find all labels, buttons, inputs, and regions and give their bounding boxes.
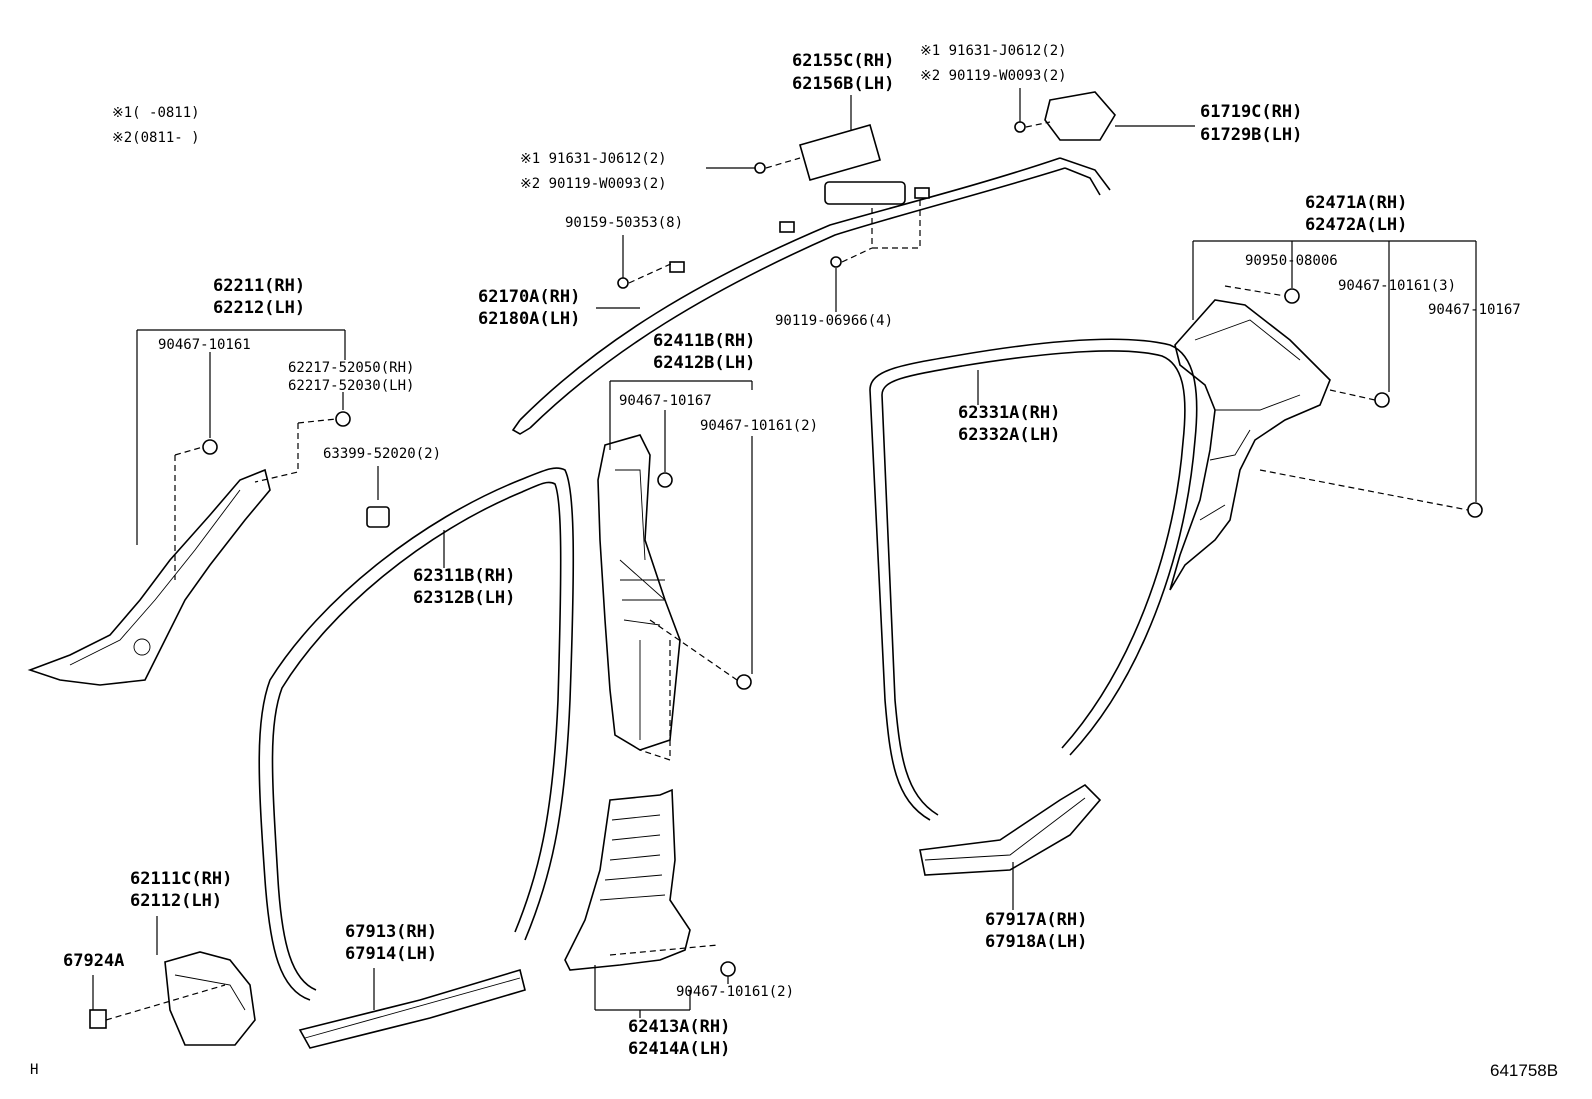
label-90119-06966: 90119-06966(4) xyxy=(775,313,893,329)
label-63399: 63399-52020(2) xyxy=(323,446,441,462)
front-scuff-plate xyxy=(298,968,526,1049)
front-pillar-trim xyxy=(27,411,390,686)
label-62332a-lh: 62332A(LH) xyxy=(958,425,1060,445)
label-62111c-rh: 62111C(RH) xyxy=(130,869,232,889)
front-kick-panel xyxy=(89,951,256,1046)
label-90159: 90159-50353(8) xyxy=(565,215,683,231)
label-topbolt-left-2: ※2 90119-W0093(2) xyxy=(520,176,667,192)
center-pillar-upper-trim xyxy=(597,434,752,761)
label-62471a-rh: 62471A(RH) xyxy=(1305,193,1407,213)
label-90467-left: 90467-10161 xyxy=(158,337,251,353)
label-62412b-lh: 62412B(LH) xyxy=(653,353,755,373)
label-62155c-rh: 62155C(RH) xyxy=(792,51,894,71)
label-62411b-rh: 62411B(RH) xyxy=(653,331,755,351)
label-67913-rh: 67913(RH) xyxy=(345,922,437,942)
label-62413a-rh: 62413A(RH) xyxy=(628,1017,730,1037)
label-62311b-rh: 62311B(RH) xyxy=(413,566,515,586)
label-61729b-lh: 61729B(LH) xyxy=(1200,125,1302,145)
label-topbolt-right-1: ※1 91631-J0612(2) xyxy=(920,43,1067,59)
label-62156b-lh: 62156B(LH) xyxy=(792,74,894,94)
label-62217-lh: 62217-52030(LH) xyxy=(288,378,414,394)
label-90467-10167-mid: 90467-10167 xyxy=(619,393,712,409)
label-62112-lh: 62112(LH) xyxy=(130,891,222,911)
label-67924a: 67924A xyxy=(63,951,124,971)
label-67917a-rh: 67917A(RH) xyxy=(985,910,1087,930)
label-67914-lh: 67914(LH) xyxy=(345,944,437,964)
label-90467-3: 90467-10161(3) xyxy=(1338,278,1456,294)
note-2: ※2(0811- ) xyxy=(112,130,200,146)
note-1: ※1( -0811) xyxy=(112,105,200,121)
label-62312b-lh: 62312B(LH) xyxy=(413,588,515,608)
label-62170a-rh: 62170A(RH) xyxy=(478,287,580,307)
center-pillar-lower-trim xyxy=(564,788,736,977)
label-62472a-lh: 62472A(LH) xyxy=(1305,215,1407,235)
label-90467-2-bottom: 90467-10161(2) xyxy=(676,984,794,1000)
rear-quarter-trim xyxy=(1169,285,1483,591)
label-90467-2-mid: 90467-10161(2) xyxy=(700,418,818,434)
label-topbolt-right-2: ※2 90119-W0093(2) xyxy=(920,68,1067,84)
diagram-id: 641758B xyxy=(1490,1061,1558,1080)
label-90467-10167-right: 90467-10167 xyxy=(1428,302,1521,318)
rear-door-weatherstrip xyxy=(869,338,1198,821)
label-62211-rh: 62211(RH) xyxy=(213,276,305,296)
label-67918a-lh: 67918A(LH) xyxy=(985,932,1087,952)
roof-airbag-assembly xyxy=(511,91,1116,435)
footer-mark: H xyxy=(30,1062,38,1078)
label-90950: 90950-08006 xyxy=(1245,253,1338,269)
label-61719c-rh: 61719C(RH) xyxy=(1200,102,1302,122)
label-62180a-lh: 62180A(LH) xyxy=(478,309,580,329)
label-62212-lh: 62212(LH) xyxy=(213,298,305,318)
rear-scuff-plate xyxy=(919,783,1102,876)
label-62331a-rh: 62331A(RH) xyxy=(958,403,1060,423)
front-door-weatherstrip xyxy=(258,467,575,1001)
label-topbolt-left-1: ※1 91631-J0612(2) xyxy=(520,151,667,167)
label-62217-rh: 62217-52050(RH) xyxy=(288,360,414,376)
label-62414a-lh: 62414A(LH) xyxy=(628,1039,730,1059)
